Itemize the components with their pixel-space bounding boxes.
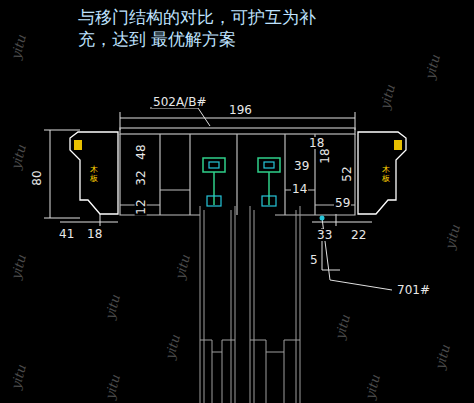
watermark: yitu [9, 253, 28, 281]
dimension-label: 196 [228, 104, 253, 116]
dimension-label: 33 [316, 229, 333, 241]
watermark: yitu [103, 373, 122, 401]
watermark: yitu [103, 293, 122, 321]
watermark: yitu [423, 53, 442, 81]
dimension-label: 5 [309, 254, 319, 266]
dimension-label: 80 [31, 169, 43, 186]
watermark: yitu [9, 33, 28, 61]
watermark: yitu [173, 253, 192, 281]
watermark: yitu [333, 313, 352, 341]
dimension-label: 18 [319, 147, 331, 164]
dimension-label: 701# [396, 284, 431, 296]
dimension-label: 39 [293, 160, 310, 172]
watermark: yitu [163, 333, 182, 361]
dimension-label: 32 [135, 169, 147, 186]
watermark: yitu [363, 373, 382, 401]
dimension-label: 14 [291, 183, 308, 195]
dimension-label: 12 [135, 198, 147, 215]
dimension-label: 59 [334, 197, 351, 209]
watermark: yitu [443, 223, 462, 251]
dimension-label: 41 [58, 228, 75, 240]
watermark: yitu [433, 343, 452, 371]
watermark: yitu [9, 363, 28, 391]
dimension-label: 48 [135, 143, 147, 160]
dimension-label: 22 [350, 229, 367, 241]
material-note: 木板 [382, 166, 390, 184]
dimension-label: 18 [86, 228, 103, 240]
material-note: 木板 [90, 166, 98, 184]
heading: 与移门结构的对比，可护互为补充，达到 最优解方案 [78, 6, 348, 50]
watermark: yitu [9, 143, 28, 171]
dimension-label: 502A/B# [152, 96, 207, 108]
dimension-label: 52 [341, 165, 353, 182]
watermark: yitu [378, 83, 397, 111]
